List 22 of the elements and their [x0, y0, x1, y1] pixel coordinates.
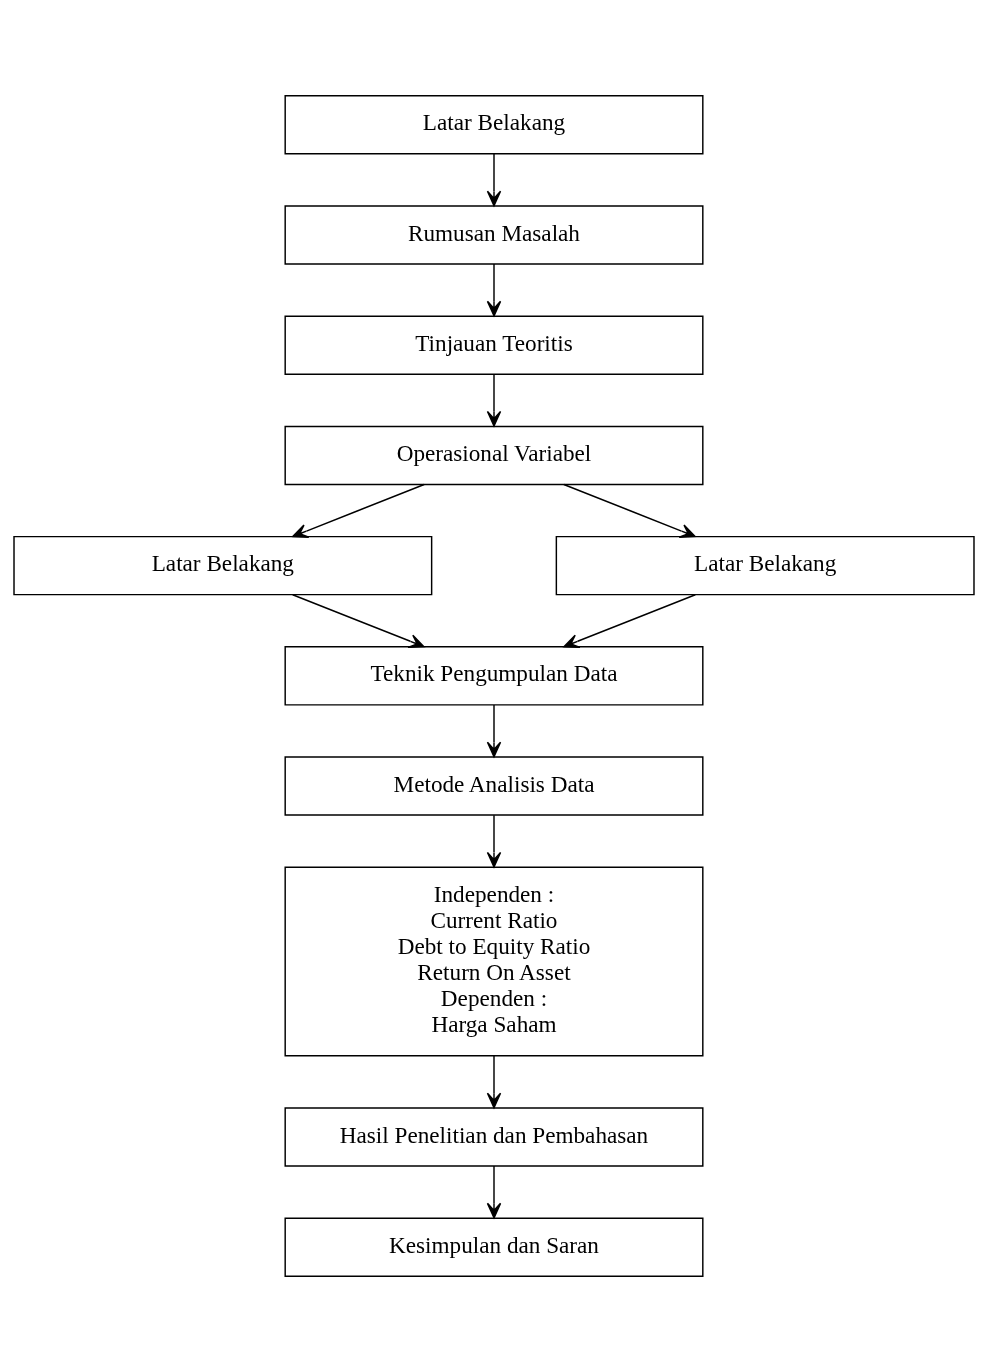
arrow	[486, 704, 502, 758]
arrow	[563, 594, 697, 649]
node-box: Hasil Penelitian dan Pembahasan	[284, 1107, 704, 1167]
node-box: Teknik Pengumpulan Data	[284, 646, 704, 706]
arrow	[486, 153, 502, 207]
arrow	[486, 1055, 502, 1109]
node-box: Tinjauan Teoritis	[284, 315, 704, 375]
arrow	[292, 483, 425, 538]
node-box: Rumusan Masalah	[284, 205, 704, 265]
node-box: Latar Belakang	[284, 95, 704, 155]
arrow	[486, 1165, 502, 1219]
arrow	[486, 373, 502, 427]
arrow	[486, 263, 502, 317]
node-box: Latar Belakang	[555, 535, 975, 596]
node-box: Latar Belakang	[13, 535, 433, 596]
arrow	[563, 483, 696, 538]
node-box: Metode Analisis Data	[284, 756, 704, 816]
node-box: Independen : Current Ratio Debt to Equity Ratio Return On Asset Dependen : Harga Saham	[284, 866, 704, 1057]
arrow	[486, 814, 502, 868]
arrow	[291, 594, 425, 649]
node-box: Operasional Variabel	[284, 425, 704, 486]
node-box: Kesimpulan dan Saran	[284, 1217, 704, 1277]
